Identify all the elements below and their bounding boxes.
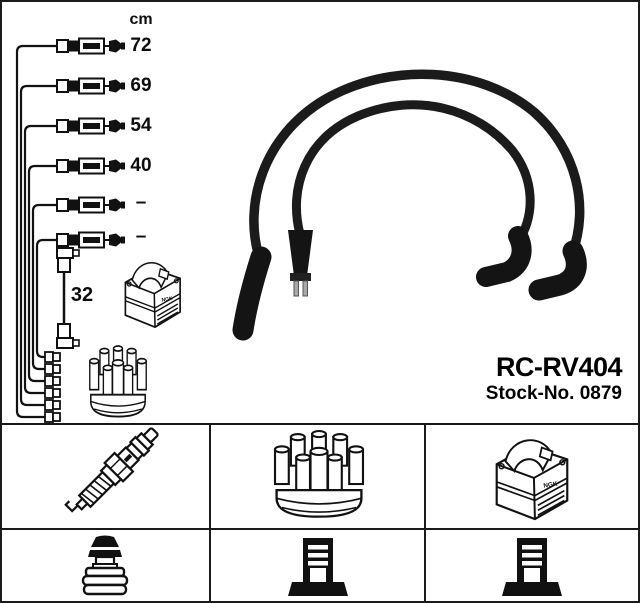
unit-header: cm	[129, 11, 153, 28]
stock-number: Stock-No. 0879	[485, 383, 622, 404]
cable-length-3: 54	[130, 115, 152, 136]
distributor-cap-icon	[88, 345, 148, 418]
cable-wires	[15, 44, 57, 419]
cable-set-diagram-icon: NGK	[15, 37, 181, 423]
cable-length-5: –	[135, 192, 147, 213]
cable-length-2: 69	[130, 75, 152, 96]
spark-plug-terminal-icon	[81, 535, 128, 595]
coil-wire-icon	[56, 247, 80, 349]
component-legend	[2, 423, 638, 601]
cable-length-4: 40	[130, 155, 152, 176]
cable-inner	[292, 100, 535, 247]
cable-inner-right-elbow-boot	[476, 226, 532, 287]
legend-cell-coil-terminal	[426, 530, 638, 601]
cable-outer-left-boot	[232, 246, 272, 341]
cable-connector-icons	[56, 37, 126, 249]
cable-length-6: –	[135, 226, 147, 247]
cable-outer-right-elbow-boot	[528, 240, 587, 301]
legend-cell-distributor-terminal	[211, 530, 426, 601]
legend-cell-distributor-cap	[211, 425, 426, 530]
cable-inner-left-plug	[288, 230, 313, 297]
ignition-coil-icon	[495, 438, 569, 520]
coil-terminal-icon	[502, 537, 562, 596]
legend-cell-spark-plug-terminal	[2, 530, 211, 601]
legend-cell-spark-plug	[2, 425, 211, 530]
distributor-terminal-icons	[44, 351, 61, 423]
ignition-coil-icon	[124, 261, 181, 329]
product-code: RC-RV404	[495, 352, 623, 382]
ignition-cables-photo	[232, 69, 587, 341]
product-id-block: RC-RV404 Stock-No. 0879	[392, 352, 623, 405]
cable-length-1: 72	[130, 35, 152, 56]
spark-plug-icon	[63, 426, 159, 513]
cable-outer	[249, 69, 585, 265]
distributor-cap-icon	[273, 429, 364, 518]
coil-wire-length: 32	[70, 284, 94, 306]
distributor-terminal-icon	[287, 537, 348, 596]
diagram-panel: NGK	[2, 2, 638, 423]
legend-cell-ignition-coil	[426, 425, 638, 530]
